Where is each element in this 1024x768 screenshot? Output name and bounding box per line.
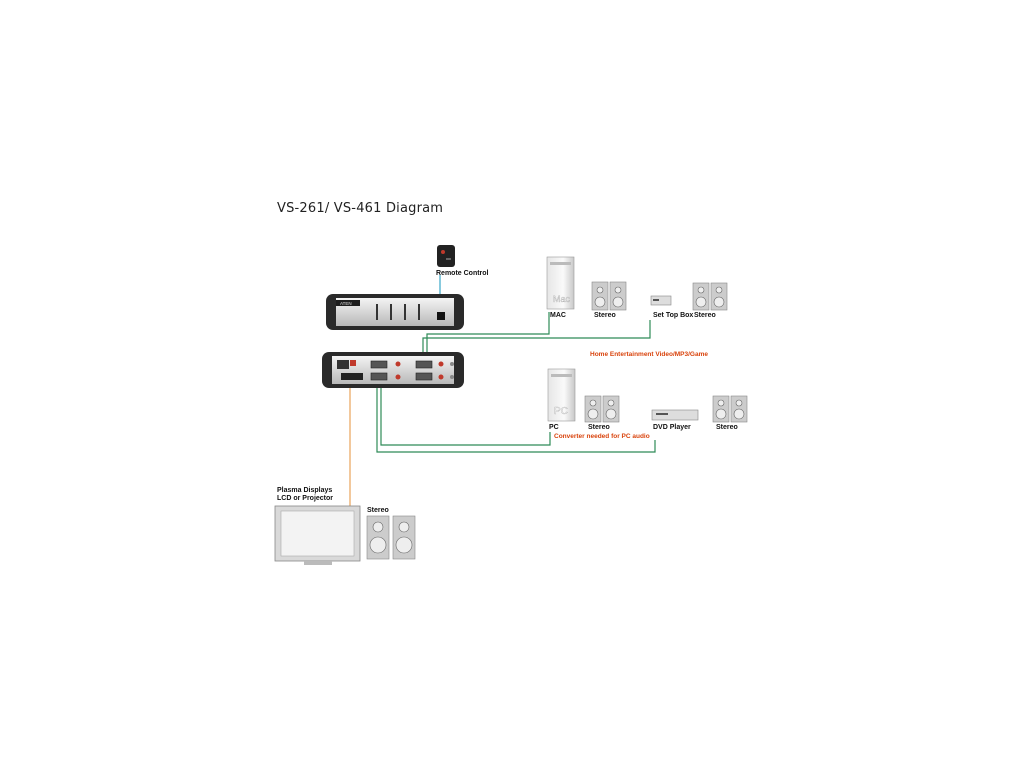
speakers-mac — [591, 281, 627, 311]
mac-tower-icon: Mac — [546, 256, 575, 310]
dvd-player-label: DVD Player — [653, 424, 691, 431]
display-label-line1: Plasma Displays — [277, 487, 333, 494]
pc-tower-icon: PC — [547, 368, 576, 422]
pc-tower-text: PC — [554, 406, 568, 417]
set-top-box-label: Set Top Box — [653, 312, 694, 319]
home-entertainment-note: Home Entertainment Video/MP3/Game — [590, 351, 708, 358]
speakers-dvd — [712, 395, 748, 423]
kvm-switch-front: ATEN — [326, 294, 464, 330]
speakers-stb — [692, 282, 728, 311]
pc-label: PC — [549, 424, 559, 431]
converter-note: Converter needed for PC audio — [554, 433, 650, 440]
stereo-display-label: Stereo — [367, 507, 389, 514]
display-icon — [274, 505, 361, 565]
stereo-mac-label: Stereo — [594, 312, 616, 319]
speakers-pc — [584, 395, 620, 423]
remote-control-label: Remote Control — [436, 270, 489, 277]
stereo-dvd-label: Stereo — [716, 424, 738, 431]
mac-label: MAC — [550, 312, 566, 319]
stereo-stb-label: Stereo — [694, 312, 716, 319]
diagram-title: VS-261/ VS-461 Diagram — [277, 201, 444, 216]
dvd-player-icon — [651, 409, 699, 421]
display-label-line2: LCD or Projector — [277, 495, 334, 502]
speakers-display — [366, 515, 416, 560]
remote-control-icon — [437, 245, 455, 267]
switch-logo-text: ATEN — [340, 301, 352, 306]
set-top-box-icon — [650, 295, 672, 306]
stereo-pc-label: Stereo — [588, 424, 610, 431]
kvm-switch-back — [322, 352, 464, 388]
mac-tower-text: Mac — [553, 294, 571, 304]
